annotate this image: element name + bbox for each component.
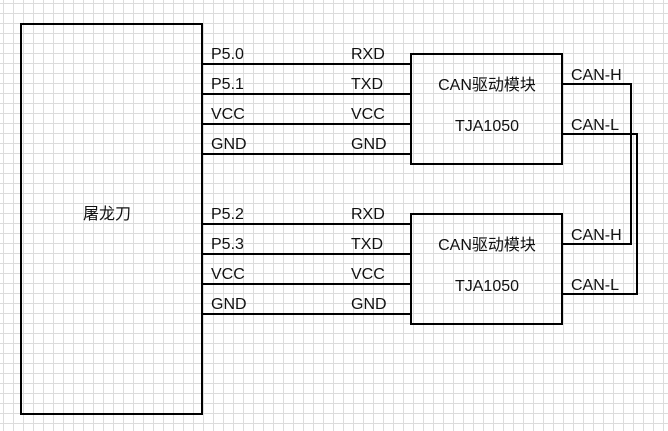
can-h-label: CAN-H xyxy=(571,227,622,244)
module-pin-label: RXD xyxy=(351,206,385,223)
mcu-pin-label: VCC xyxy=(211,106,245,123)
module-pin-label: VCC xyxy=(351,106,385,123)
can-module-2-title: CAN驱动模块 xyxy=(438,236,536,254)
module-pin-label: TXD xyxy=(351,76,383,93)
mcu-pin-label: P5.3 xyxy=(211,236,244,253)
can-bus-wires xyxy=(562,83,638,295)
mcu-pin-label: P5.1 xyxy=(211,76,244,93)
module-pin-label: GND xyxy=(351,296,387,313)
signal-wires xyxy=(202,63,411,315)
can-module-2-part: TJA1050 xyxy=(455,278,519,295)
can-module-1-title: CAN驱动模块 xyxy=(438,76,536,94)
can-l-label: CAN-L xyxy=(571,277,619,294)
mcu-block xyxy=(20,23,203,415)
mcu-pin-label: GND xyxy=(211,296,247,313)
module-pin-label: GND xyxy=(351,136,387,153)
mcu-pin-label: VCC xyxy=(211,266,245,283)
can-l-label: CAN-L xyxy=(571,117,619,134)
module-pin-label: VCC xyxy=(351,266,385,283)
module-pin-label: RXD xyxy=(351,46,385,63)
can-module-1-part: TJA1050 xyxy=(455,118,519,135)
module-pin-label: TXD xyxy=(351,236,383,253)
can-h-wire xyxy=(562,83,632,245)
mcu-pin-label: P5.0 xyxy=(211,46,244,63)
can-l-wire xyxy=(562,133,638,295)
can-module-1 xyxy=(410,53,563,165)
mcu-pin-label: GND xyxy=(211,136,247,153)
can-h-label: CAN-H xyxy=(571,67,622,84)
can-module-2 xyxy=(410,213,563,325)
mcu-pin-label: P5.2 xyxy=(211,206,244,223)
mcu-label: 屠龙刀 xyxy=(83,205,131,223)
